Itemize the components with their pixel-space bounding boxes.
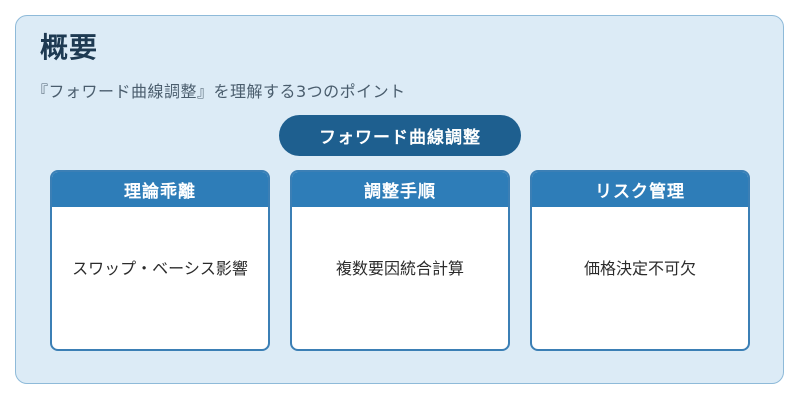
card-heading: 理論乖離	[52, 172, 268, 207]
card-heading: 調整手順	[292, 172, 508, 207]
main-topic-pill: フォワード曲線調整	[279, 115, 521, 156]
point-card-adjustment-procedure: 調整手順 複数要因統合計算	[290, 170, 510, 351]
page-title: 概要	[40, 31, 99, 64]
card-body-text: 複数要因統合計算	[335, 259, 464, 278]
card-body-text: スワップ・ベーシス影響	[72, 259, 248, 278]
card-heading: リスク管理	[532, 172, 748, 207]
page-subtitle: 『フォワード曲線調整』を理解する3つのポイント	[32, 82, 406, 101]
point-card-risk-management: リスク管理 価格決定不可欠	[530, 170, 750, 351]
point-card-theory-deviation: 理論乖離 スワップ・ベーシス影響	[50, 170, 270, 351]
card-body-text: 価格決定不可欠	[583, 259, 696, 278]
